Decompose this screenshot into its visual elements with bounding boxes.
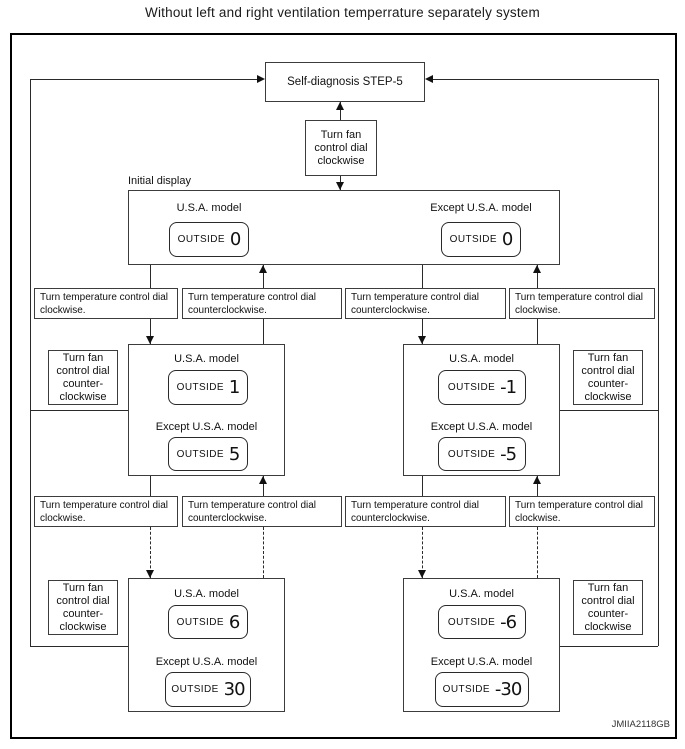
return-line-left-top — [30, 79, 258, 80]
temp-dial-ccw-box-row2-col3: Turn temperature control dial counterclo… — [345, 496, 506, 527]
usa-model-label: U.S.A. model — [176, 202, 242, 214]
outside-display-bottom-right-usa: OUTSIDE -6 — [438, 605, 526, 639]
fan-clockwise-box: Turn fan control dial clockwise — [305, 120, 377, 176]
connector-col2-a — [263, 265, 264, 288]
except-usa-model-label: Except U.S.A. model — [430, 421, 533, 433]
display-value: 30 — [223, 679, 246, 700]
fan-ccw-box-bottom-left: Turn fan control dial counter- clockwise — [48, 580, 118, 635]
connector-col4-c — [537, 476, 538, 496]
connector-col2-b — [263, 319, 264, 344]
bottom-right-panel: U.S.A. model OUTSIDE -6 Except U.S.A. mo… — [403, 578, 560, 712]
outside-label: OUTSIDE — [442, 684, 490, 695]
mid-left-panel: U.S.A. model OUTSIDE 1 Except U.S.A. mod… — [128, 344, 285, 476]
connector-col4-d-dashed — [537, 527, 538, 578]
outside-display-mid-left-except: OUTSIDE 5 — [168, 437, 248, 471]
connector-col1-a — [150, 265, 151, 288]
arrow-up-icon — [533, 265, 541, 273]
diagram-title: Without left and right ventilation tempe… — [145, 5, 540, 20]
display-value: -1 — [500, 377, 517, 398]
temp-dial-ccw-box-row1-col3: Turn temperature control dial counterclo… — [345, 288, 506, 319]
temp-dial-ccw-box-row2-col2: Turn temperature control dial counterclo… — [182, 496, 342, 527]
return-tap-right-bottom — [560, 646, 658, 647]
return-line-left — [30, 79, 31, 646]
connector-col1-c — [150, 476, 151, 496]
temp-dial-ccw-box-row1-col2: Turn temperature control dial counterclo… — [182, 288, 342, 319]
fan-ccw-box-bottom-right: Turn fan control dial counter- clockwise — [573, 580, 643, 635]
display-value: 1 — [228, 377, 240, 398]
arrow-down-icon — [418, 570, 426, 578]
outside-display-mid-right-except: OUTSIDE -5 — [438, 437, 526, 471]
outside-display-bottom-left-except: OUTSIDE 30 — [165, 672, 251, 707]
arrow-down-icon — [146, 570, 154, 578]
connector-col3-d-dashed — [422, 527, 423, 578]
connector-col3-c — [422, 476, 423, 496]
arrow-up-icon — [336, 102, 344, 110]
display-value: -30 — [494, 679, 522, 700]
outside-label: OUTSIDE — [176, 382, 224, 393]
outside-label: OUTSIDE — [171, 684, 219, 695]
outside-label: OUTSIDE — [449, 234, 497, 245]
arrow-up-icon — [533, 476, 541, 484]
outside-label: OUTSIDE — [447, 382, 496, 393]
arrow-left-icon — [425, 75, 433, 83]
arrow-up-icon — [259, 476, 267, 484]
bottom-left-panel: U.S.A. model OUTSIDE 6 Except U.S.A. mod… — [128, 578, 285, 712]
initial-display-label: Initial display — [128, 175, 191, 187]
usa-model-label: U.S.A. model — [174, 353, 239, 365]
display-value: 0 — [501, 229, 513, 250]
outside-display-bottom-left-usa: OUTSIDE 6 — [168, 605, 248, 639]
temp-dial-cw-box-row2-col1: Turn temperature control dial clockwise. — [34, 496, 178, 527]
arrow-up-icon — [259, 265, 267, 273]
outside-label: OUTSIDE — [176, 448, 224, 460]
outside-display-initial-except: OUTSIDE 0 — [441, 222, 521, 257]
arrow-right-icon — [257, 75, 265, 83]
arrow-down-icon — [146, 336, 154, 344]
usa-model-label: U.S.A. model — [449, 588, 514, 600]
return-tap-left-bottom — [30, 646, 128, 647]
except-usa-model-label: Except U.S.A. model — [155, 421, 258, 433]
connector-col1-b — [150, 319, 151, 344]
connector-col1-d-dashed — [150, 527, 151, 578]
fan-ccw-box-mid-right: Turn fan control dial counter- clockwise — [573, 350, 643, 405]
display-value: 5 — [228, 443, 240, 465]
self-diagnosis-step5-box: Self-diagnosis STEP-5 — [265, 62, 425, 102]
outside-display-mid-left-usa: OUTSIDE 1 — [168, 370, 248, 405]
initial-display-panel: U.S.A. model OUTSIDE 0 Except U.S.A. mod… — [128, 190, 560, 265]
figure-code-watermark: JMIIA2118GB — [611, 719, 670, 730]
connector-col4-b — [537, 319, 538, 344]
temp-dial-cw-box-row1-col4: Turn temperature control dial clockwise. — [509, 288, 655, 319]
outside-label: OUTSIDE — [176, 616, 224, 628]
display-value: -6 — [500, 611, 517, 633]
return-tap-left-mid — [30, 410, 128, 411]
display-value: -5 — [500, 443, 517, 465]
connector-col4-a — [537, 265, 538, 288]
outside-label: OUTSIDE — [447, 616, 496, 628]
display-value: 6 — [228, 611, 240, 633]
fan-ccw-box-mid-left: Turn fan control dial counter- clockwise — [48, 350, 118, 405]
temp-dial-cw-box-row1-col1: Turn temperature control dial clockwise. — [34, 288, 178, 319]
arrow-down-icon — [336, 182, 344, 190]
temp-dial-cw-box-row2-col4: Turn temperature control dial clockwise. — [509, 496, 655, 527]
usa-model-label: U.S.A. model — [174, 588, 239, 600]
display-value: 0 — [229, 229, 241, 250]
connector-col2-c — [263, 476, 264, 496]
connector-col3-a — [422, 265, 423, 288]
outside-display-bottom-right-except: OUTSIDE -30 — [435, 672, 529, 707]
return-tap-right-mid — [560, 410, 658, 411]
arrow-down-icon — [418, 336, 426, 344]
connector-col3-b — [422, 319, 423, 344]
outside-display-mid-right-usa: OUTSIDE -1 — [438, 370, 526, 405]
return-line-right — [658, 79, 659, 646]
connector-col2-d-dashed — [263, 527, 264, 578]
mid-right-panel: U.S.A. model OUTSIDE -1 Except U.S.A. mo… — [403, 344, 560, 476]
except-usa-model-label: Except U.S.A. model — [155, 656, 258, 668]
connector-step5-fan — [340, 102, 341, 120]
except-usa-model-label: Except U.S.A. model — [430, 656, 533, 668]
outside-display-initial-usa: OUTSIDE 0 — [169, 222, 249, 257]
except-usa-model-label: Except U.S.A. model — [430, 202, 532, 214]
return-line-right-top — [433, 79, 658, 80]
outside-label: OUTSIDE — [447, 448, 496, 460]
usa-model-label: U.S.A. model — [449, 353, 514, 365]
outside-label: OUTSIDE — [177, 234, 225, 245]
